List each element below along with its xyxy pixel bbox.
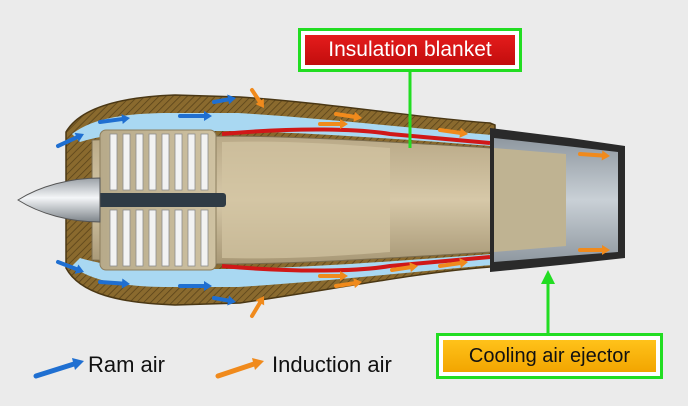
compressor-blade xyxy=(109,133,118,191)
induction-air-arrow xyxy=(390,262,418,273)
legend-induction-air-label: Induction air xyxy=(272,352,392,377)
compressor-blade xyxy=(174,133,183,191)
insulation-blanket-callout: Insulation blanket xyxy=(298,28,522,72)
induction-air-arrow xyxy=(578,150,610,161)
compressor-blade xyxy=(148,133,157,191)
engine-shaft xyxy=(96,193,226,207)
compressor-blade xyxy=(161,209,170,267)
compressor-blade xyxy=(200,209,209,267)
compressor-blade xyxy=(200,133,209,191)
ram-air-arrow xyxy=(212,295,236,306)
nose-cone xyxy=(17,177,101,223)
ram-air-arrows xyxy=(56,94,236,306)
combustion-section xyxy=(222,141,390,259)
compressor-blade xyxy=(135,133,144,191)
insulation-blanket-label: Insulation blanket xyxy=(305,35,515,65)
ram-air-arrow xyxy=(56,260,84,274)
legend-induction-air-icon xyxy=(215,358,264,379)
compressor-blade xyxy=(187,133,196,191)
cooling-air-ejector-label: Cooling air ejector xyxy=(443,340,656,372)
induction-air-arrow xyxy=(318,119,348,129)
compressor-blade xyxy=(122,133,131,191)
ram-air-arrow xyxy=(178,281,212,291)
induction-air-arrow xyxy=(250,296,265,318)
induction-air-arrow xyxy=(334,278,362,289)
cooling-air-ejector-callout: Cooling air ejector xyxy=(436,333,663,379)
compressor-blade xyxy=(161,133,170,191)
induction-air-arrow xyxy=(438,127,468,138)
ejector-leader-arrowhead xyxy=(541,270,555,284)
induction-air-arrow xyxy=(438,258,468,269)
tailpipe xyxy=(494,148,566,252)
compressor-blade xyxy=(174,209,183,267)
induction-air-arrow xyxy=(334,111,362,122)
compressor-blade xyxy=(109,209,118,267)
insulation-blanket-top xyxy=(221,127,491,145)
induction-air-arrows xyxy=(250,88,610,318)
induction-air-arrow xyxy=(250,88,264,108)
compressor-blades xyxy=(109,133,209,267)
compressor-blade xyxy=(148,209,157,267)
compressor-blade xyxy=(135,209,144,267)
ram-air-arrow xyxy=(56,132,84,148)
legend-ram-air-icon xyxy=(33,358,84,379)
compressor-blade xyxy=(187,209,196,267)
legend-ram-air-label: Ram air xyxy=(88,352,166,377)
ram-air-arrow xyxy=(98,114,130,125)
ram-air-arrow xyxy=(178,111,212,121)
compressor-blade xyxy=(122,209,131,267)
ram-air-arrow xyxy=(212,94,236,105)
induction-air-arrow xyxy=(318,271,348,281)
induction-air-arrow xyxy=(578,245,610,255)
insulation-blanket-bottom xyxy=(221,255,491,273)
ram-air-arrow xyxy=(98,278,130,289)
